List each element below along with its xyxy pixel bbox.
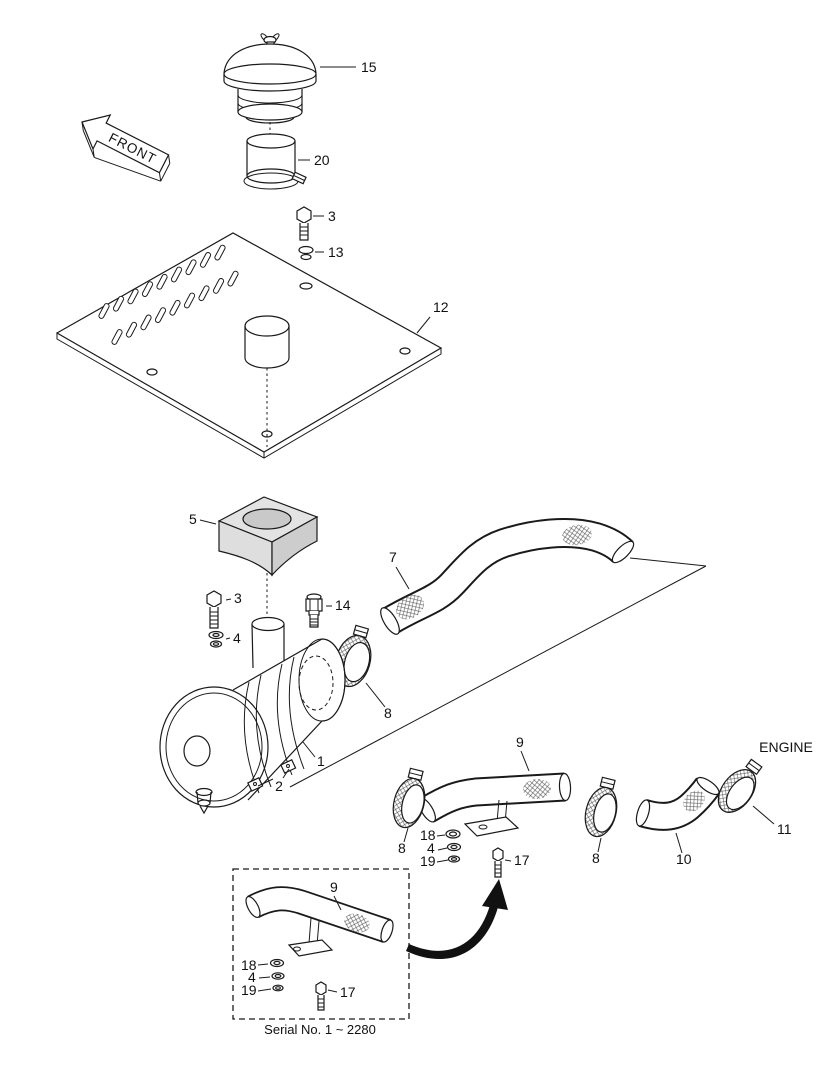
- plate-hole: [146, 368, 158, 376]
- hose-texture: [344, 913, 370, 933]
- assembly-guide-lines: [289, 557, 707, 788]
- part-label-12: 12: [433, 299, 449, 315]
- callout-14: 14: [326, 597, 351, 613]
- cover-plate: [55, 232, 443, 459]
- part-label-3: 3: [328, 208, 336, 224]
- part-label-13: 13: [328, 244, 344, 260]
- hose-texture: [562, 524, 592, 546]
- inset-reference-arrow-icon: [406, 879, 508, 960]
- part-label-20: 20: [314, 152, 330, 168]
- callout-20: 20: [298, 152, 330, 168]
- callout-17: 17: [504, 852, 530, 868]
- hidden-port-outline: [298, 655, 334, 711]
- mounting-bands: [243, 656, 305, 794]
- inset-bolt-17: [315, 981, 327, 1011]
- part-label-4: 4: [248, 969, 256, 985]
- callout-1: 1: [302, 741, 325, 769]
- plate-hole: [399, 347, 411, 355]
- inset-callout-4: 4: [248, 969, 271, 985]
- inlet-neck: [251, 616, 285, 669]
- washer-stack: [445, 829, 462, 863]
- engine-label: ENGINE: [759, 739, 813, 755]
- part-label-5: 5: [189, 511, 197, 527]
- callout-11: 11: [752, 805, 792, 837]
- part-label-9: 9: [516, 734, 524, 750]
- part-label-19: 19: [241, 982, 257, 998]
- inset-washer-stack: [269, 958, 285, 992]
- callout-4-stack: 4: [427, 840, 448, 856]
- callout-7: 7: [389, 549, 410, 590]
- part-label-2: 2: [275, 778, 283, 794]
- callout-8-mid-left: 8: [398, 827, 409, 856]
- callout-2: 2: [257, 768, 290, 794]
- part-label-10: 10: [676, 851, 692, 867]
- part-label-14: 14: [335, 597, 351, 613]
- bolt-top: [296, 206, 312, 241]
- part-label-4: 4: [233, 630, 241, 646]
- bolt-left: [206, 590, 222, 629]
- drain-valve: [195, 787, 213, 815]
- front-direction-arrow-icon: FRONT: [81, 114, 171, 182]
- intake-tube: [243, 133, 307, 190]
- callout-4-left: 4: [225, 630, 241, 646]
- callout-8-outlet: 8: [365, 682, 392, 721]
- hose-texture: [523, 778, 551, 800]
- part-label-8: 8: [592, 850, 600, 866]
- air-intake-hose: [417, 772, 572, 837]
- part-label-3: 3: [234, 590, 242, 606]
- hose-texture: [683, 790, 705, 812]
- callout-8-mid-right: 8: [592, 837, 602, 866]
- serial-range-note: Serial No. 1 ~ 2280: [264, 1022, 376, 1037]
- hose-clamp-engine: [717, 758, 763, 813]
- hose-clamp-mid-right: [584, 776, 618, 838]
- part-label-17: 17: [340, 984, 356, 1000]
- part-label-4: 4: [427, 840, 435, 856]
- part-label-18: 18: [241, 957, 257, 973]
- callout-3-top: 3: [313, 208, 336, 224]
- elbow-hose: [635, 776, 720, 831]
- callout-13: 13: [315, 244, 344, 260]
- inset-detail-box: 9 18 4 19 17: [232, 868, 410, 1020]
- part-label-7: 7: [389, 549, 397, 565]
- clamp-screw: [291, 171, 307, 185]
- part-label-19: 19: [420, 853, 436, 869]
- hose-clamp-mid-left: [392, 767, 426, 829]
- part-label-1: 1: [317, 753, 325, 769]
- callout-12: 12: [416, 299, 449, 334]
- air-cleaner-assembly: [159, 616, 346, 815]
- bolt-17: [492, 847, 504, 878]
- hose-texture: [396, 594, 424, 620]
- part-label-18: 18: [420, 827, 436, 843]
- hose-bracket: [463, 799, 520, 837]
- part-label-8: 8: [384, 705, 392, 721]
- inset-hose-9: [245, 886, 394, 957]
- callout-9: 9: [516, 734, 530, 772]
- part-label-15: 15: [361, 59, 377, 75]
- callout-5: 5: [189, 511, 217, 527]
- intake-hose-upper: [380, 518, 635, 635]
- plate-bolt-hole: [299, 282, 313, 290]
- inset-callout-17: 17: [327, 984, 356, 1000]
- callout-18: 18: [420, 827, 446, 843]
- callout-19: 19: [420, 853, 449, 869]
- precleaner-cap: [223, 33, 317, 124]
- callout-3-left: 3: [225, 590, 242, 606]
- inset-callout-19: 19: [241, 982, 272, 998]
- inset-callout-18: 18: [241, 957, 269, 973]
- support-bracket: [217, 496, 319, 577]
- washer-13: [298, 245, 314, 261]
- washers-left: [208, 630, 224, 648]
- part-label-11: 11: [777, 821, 792, 837]
- callout-15: 15: [320, 59, 377, 75]
- vacuum-valve: [305, 593, 323, 628]
- inset-callout-9: 9: [330, 879, 342, 911]
- part-label-8: 8: [398, 840, 406, 856]
- vent-slots: [98, 244, 239, 345]
- callout-10: 10: [675, 832, 692, 867]
- part-label-17: 17: [514, 852, 530, 868]
- part-label-9: 9: [330, 879, 338, 895]
